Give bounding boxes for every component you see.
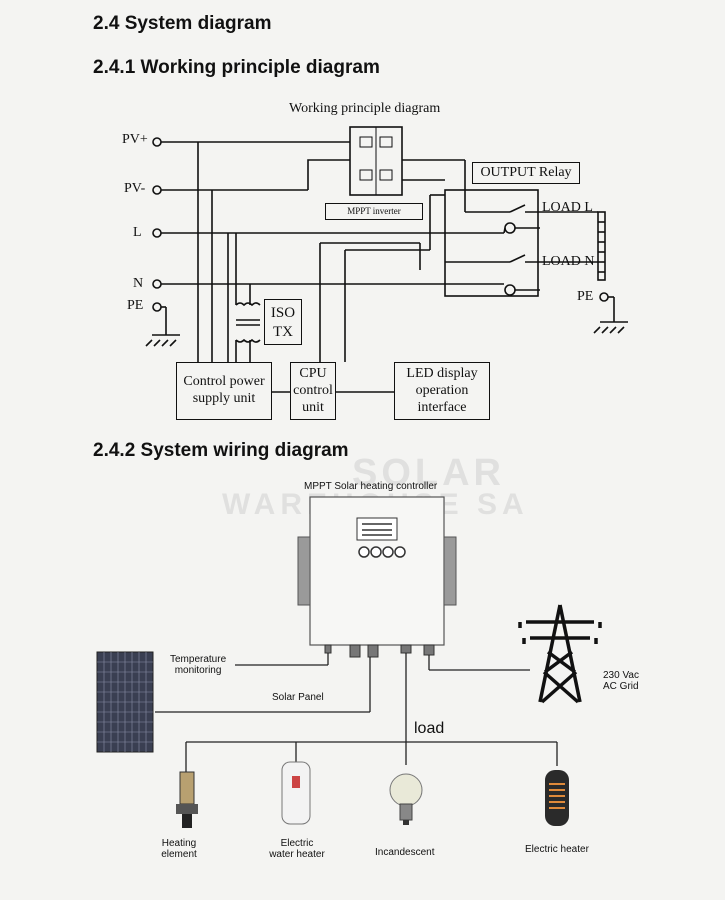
heating-line1: Heating <box>161 838 197 849</box>
principle-heading: 2.4.1 Working principle diagram <box>93 57 380 78</box>
led-line1: LED display <box>406 366 478 381</box>
pv-minus-terminal-label: PV- <box>124 181 146 196</box>
cpu-line1: CPU <box>299 366 327 381</box>
control-power-line1: Control power <box>183 374 265 389</box>
incandescent-bulb-icon <box>389 773 423 825</box>
pe-left-terminal-label: PE <box>127 298 144 313</box>
incandescent-label: Incandescent <box>375 847 435 858</box>
left-mounting-bracket <box>297 536 311 606</box>
cpu-line3: unit <box>302 400 324 415</box>
load-n-label: LOAD N <box>542 254 595 269</box>
electric-heater-icon <box>545 770 569 826</box>
wiring-heading: 2.4.2 System wiring diagram <box>93 440 349 461</box>
water-line2: water heater <box>269 849 325 860</box>
solar-panel-label: Solar Panel <box>272 692 324 703</box>
load-l-label: LOAD L <box>542 200 593 215</box>
pv-plus-terminal-label: PV+ <box>122 132 148 147</box>
controller-display-panel <box>356 517 398 541</box>
solar-panel-graphic <box>96 651 154 753</box>
mppt-inverter-label: MPPT inverter <box>325 203 423 220</box>
cpu-control-unit-box: CPU control unit <box>290 362 336 420</box>
heating-line2: element <box>161 849 197 860</box>
cpu-line2: control <box>293 383 333 398</box>
right-mounting-bracket <box>443 536 457 606</box>
pylon-icon <box>518 604 602 704</box>
pe-right-terminal-label: PE <box>577 289 594 304</box>
principle-caption: Working principle diagram <box>289 101 441 116</box>
temperature-line1: Temperature <box>170 654 227 665</box>
controller-title: MPPT Solar heating controller <box>304 481 438 492</box>
electric-heater-label: Electric heater <box>525 844 589 855</box>
temperature-monitoring-label: Temperature monitoring <box>170 654 226 676</box>
heating-element-label: Heating element <box>158 838 200 860</box>
controller-knobs <box>358 546 406 558</box>
water-line1: Electric <box>280 838 314 849</box>
led-line3: interface <box>417 400 467 415</box>
ac-grid-line1: 230 Vac <box>603 670 639 681</box>
ac-grid-line2: AC Grid <box>603 681 639 692</box>
output-relay-label: OUTPUT Relay <box>472 162 580 184</box>
l-terminal-label: L <box>133 225 142 240</box>
n-terminal-label: N <box>133 276 144 291</box>
water-heater-icon <box>281 761 311 825</box>
iso-tx-line1: ISO <box>270 305 296 321</box>
control-power-line2: supply unit <box>192 391 256 406</box>
led-line2: operation <box>415 383 469 398</box>
iso-tx-line2: TX <box>273 324 293 340</box>
load-label: load <box>414 720 445 737</box>
led-display-box: LED display operation interface <box>394 362 490 420</box>
water-heater-label: Electric water heater <box>262 838 332 860</box>
section-heading: 2.4 System diagram <box>93 13 272 34</box>
iso-tx-box: ISO TX <box>264 299 302 345</box>
watermark-line1: SOLAR <box>352 452 505 494</box>
heating-element-icon <box>176 771 198 828</box>
ac-grid-label: 230 Vac AC Grid <box>603 670 639 692</box>
temperature-line2: monitoring <box>174 665 222 676</box>
control-power-supply-box: Control power supply unit <box>176 362 272 420</box>
